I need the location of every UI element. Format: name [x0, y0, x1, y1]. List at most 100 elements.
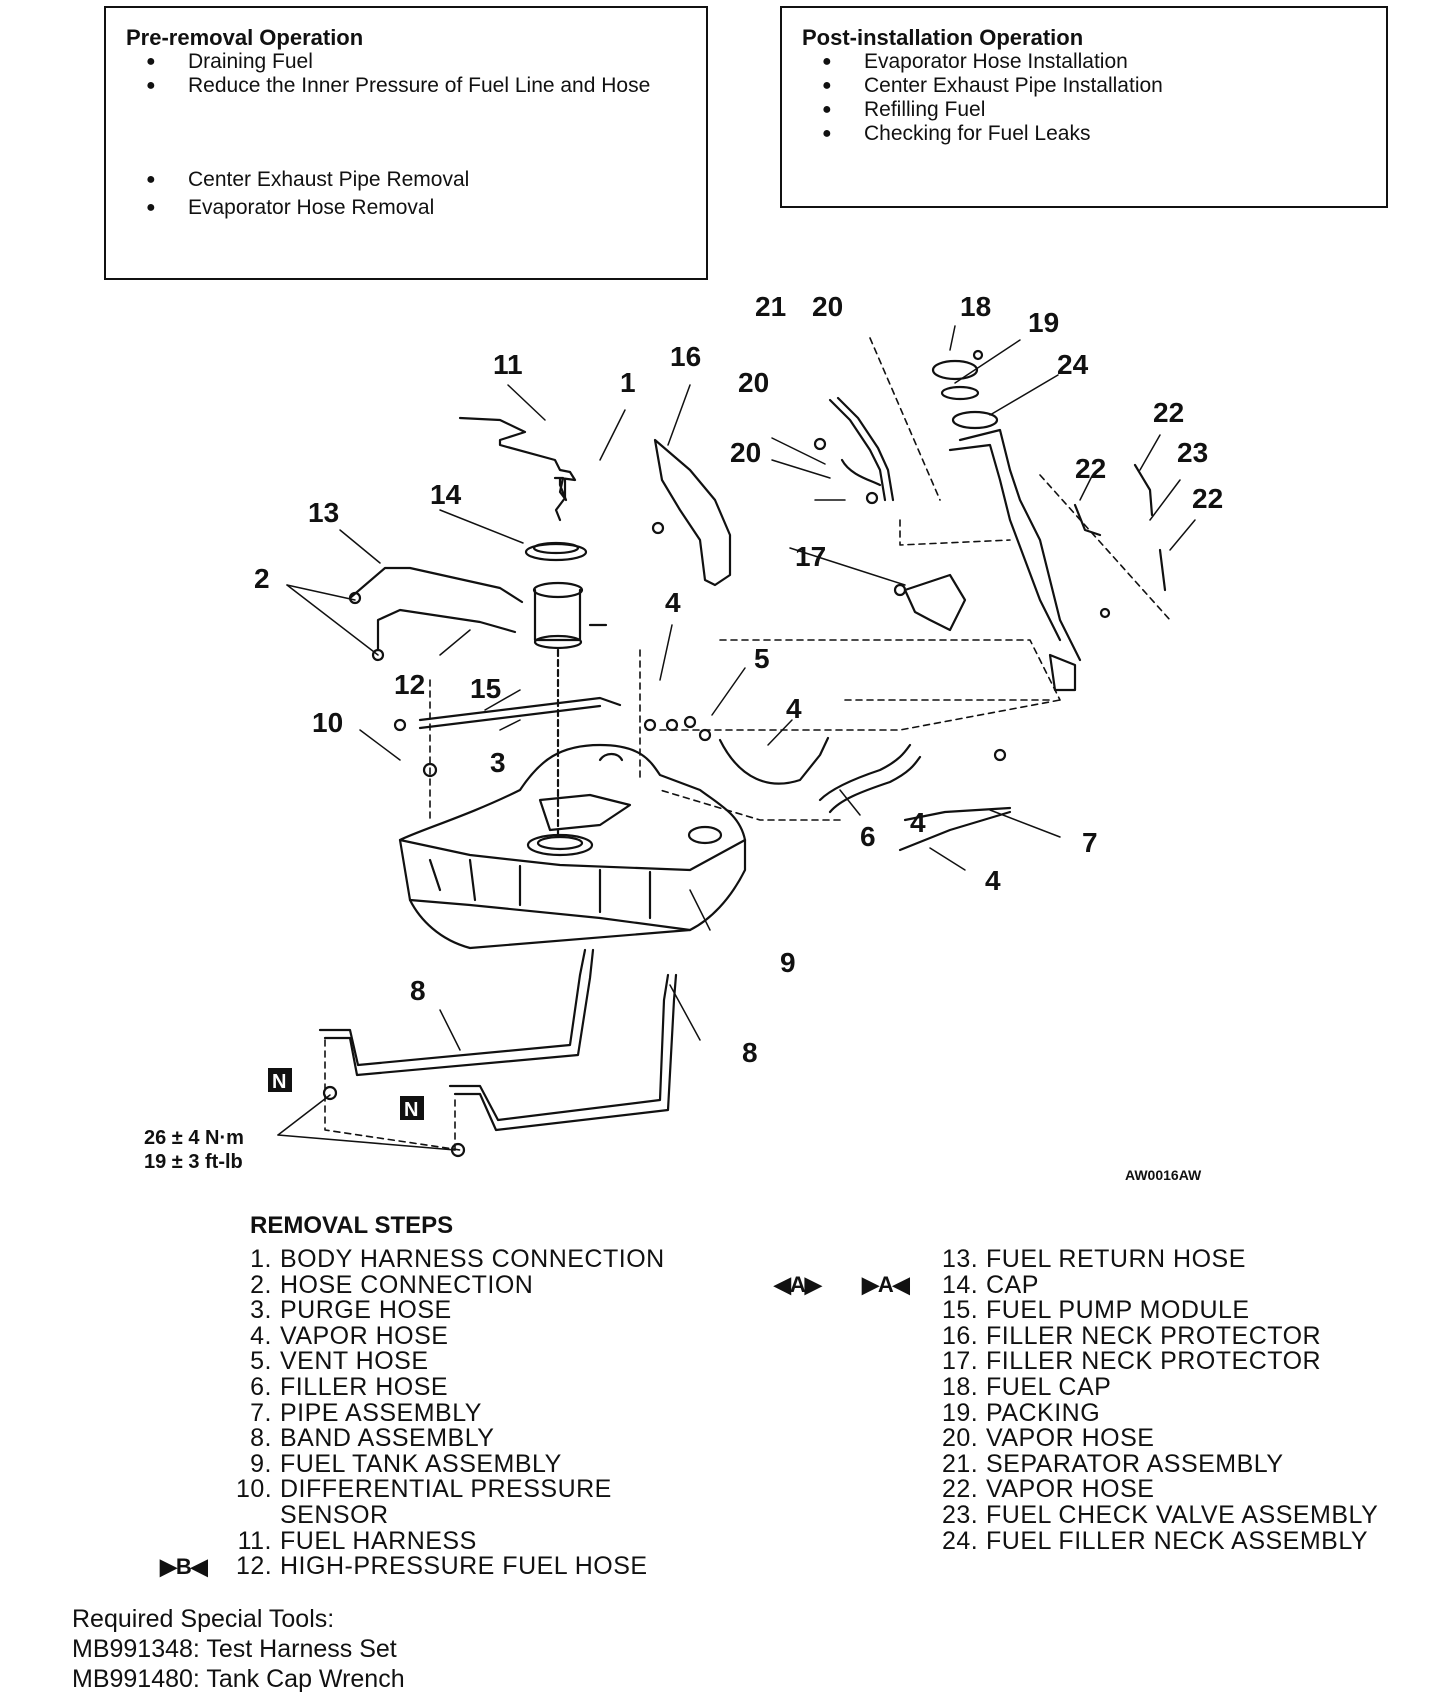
high-pressure-fuel-hose-shape: [376, 608, 517, 652]
list-item: 18.FUEL CAP: [942, 1372, 1112, 1401]
list-item: 21.SEPARATOR ASSEMBLY: [942, 1449, 1284, 1478]
callout-8: 8: [410, 975, 426, 1006]
fuel-tank-exploded-diagram: 21 20 18 19 24 11 1 16 20 20 22 23 22 22…: [144, 291, 1223, 1183]
removal-steps-title: REMOVAL STEPS: [250, 1212, 454, 1239]
callout-7: 7: [1082, 827, 1098, 858]
n-marker-2: N: [404, 1099, 418, 1121]
callout-8b: 8: [742, 1037, 758, 1068]
callout-4d: 4: [985, 865, 1001, 896]
list-item: 10.DIFFERENTIAL PRESSURE: [236, 1475, 612, 1504]
torque-spec-nm: 26 ± 4 N·m: [144, 1127, 244, 1149]
tools-title: Required Special Tools:: [72, 1605, 335, 1633]
callout-1: 1: [620, 367, 636, 398]
list-item: 19.PACKING: [942, 1398, 1101, 1427]
post-installation-title: Post-installation Operation: [802, 25, 1084, 50]
list-item: Evaporator Hose Removal: [126, 194, 706, 222]
list-item: 3.PURGE HOSE: [250, 1296, 452, 1325]
callout-15: 15: [470, 673, 501, 704]
callout-24: 24: [1057, 349, 1089, 380]
marker-a-left: ◀A▶: [774, 1272, 822, 1297]
list-item: 1.BODY HARNESS CONNECTION: [250, 1245, 665, 1273]
callout-6: 6: [860, 821, 876, 852]
nut-replace-markers: N N: [268, 1068, 424, 1121]
torque-spec-ftlb: 19 ± 3 ft-lb: [144, 1151, 243, 1173]
figure-code: AW0016AW: [1125, 1167, 1202, 1183]
callout-22b: 22: [1075, 453, 1106, 484]
callout-13: 13: [308, 497, 339, 528]
purge-hose-shape: [418, 696, 622, 722]
list-item: 16.FILLER NECK PROTECTOR: [942, 1321, 1322, 1350]
list-item: 6.FILLER HOSE: [250, 1372, 449, 1401]
callout-2: 2: [254, 563, 270, 594]
list-item: 11.FUEL HARNESS: [237, 1526, 477, 1555]
required-special-tools: Required Special Tools: MB991348: Test H…: [72, 1604, 405, 1694]
list-item: 5.VENT HOSE: [250, 1347, 429, 1376]
list-item: Checking for Fuel Leaks: [802, 122, 1386, 146]
band-assembly-shape: [318, 948, 678, 1132]
list-item: 22.VAPOR HOSE: [942, 1475, 1155, 1504]
callout-labels: 21 20 18 19 24 11 1 16 20 20 22 23 22 22…: [254, 291, 1223, 1068]
callout-23: 23: [1177, 437, 1208, 468]
list-item: Evaporator Hose Installation: [802, 50, 1386, 74]
callout-4c: 4: [910, 807, 926, 838]
callout-20b: 20: [738, 367, 769, 398]
list-item: 7.PIPE ASSEMBLY: [250, 1398, 482, 1427]
post-installation-box: Post-installation Operation Evaporator H…: [780, 6, 1388, 208]
list-item: 24.FUEL FILLER NECK ASSEMBLY: [942, 1526, 1369, 1555]
list-item: 2.HOSE CONNECTION: [250, 1270, 534, 1299]
callout-22: 22: [1153, 397, 1184, 428]
callout-19: 19: [1028, 307, 1059, 338]
callout-14: 14: [430, 479, 462, 510]
list-item: Center Exhaust Pipe Installation: [802, 74, 1386, 98]
list-item: 23.FUEL CHECK VALVE ASSEMBLY: [942, 1500, 1379, 1529]
callout-20: 20: [812, 291, 843, 322]
callout-18: 18: [960, 291, 991, 322]
fastener-shapes: [322, 349, 1111, 1158]
list-item: Draining Fuel: [126, 50, 706, 74]
callout-11: 11: [493, 349, 523, 380]
list-item: 12.HIGH-PRESSURE FUEL HOSE: [236, 1552, 648, 1581]
callout-4b: 4: [786, 693, 802, 724]
callout-16: 16: [670, 341, 701, 372]
list-item: 8.BAND ASSEMBLY: [250, 1424, 495, 1453]
filler-neck-shape: [958, 428, 1082, 662]
filler-hose-shape: [818, 743, 912, 802]
callout-20c: 20: [730, 437, 761, 468]
fuel-harness-shape: [458, 416, 577, 502]
pre-removal-box: Pre-removal Operation Draining Fuel Redu…: [104, 6, 708, 280]
post-installation-list: Evaporator Hose Installation Center Exha…: [802, 50, 1386, 146]
callout-9: 9: [780, 947, 796, 978]
list-item: 13.FUEL RETURN HOSE: [942, 1245, 1246, 1273]
callout-4: 4: [665, 587, 681, 618]
marker-a-right: ▶A◀: [862, 1272, 910, 1297]
fuel-pump-module-shape: [524, 541, 608, 838]
list-item: Center Exhaust Pipe Removal: [126, 166, 706, 194]
callout-17: 17: [795, 541, 826, 572]
list-item: 20.VAPOR HOSE: [942, 1424, 1155, 1453]
callout-5: 5: [754, 643, 770, 674]
filler-neck-protector-shape: [653, 438, 732, 587]
list-item: 14.CAP: [942, 1270, 1039, 1299]
callout-10: 10: [312, 707, 343, 738]
tool-line: MB991480: Tank Cap Wrench: [72, 1665, 405, 1693]
n-marker-1: N: [272, 1071, 286, 1093]
marker-b: ▶B◀: [160, 1554, 208, 1579]
callout-3: 3: [490, 747, 506, 778]
callout-21: 21: [755, 291, 786, 322]
removal-steps-right: 13.FUEL RETURN HOSE 14.CAP 15.FUEL PUMP …: [942, 1245, 1379, 1555]
list-item: Refilling Fuel: [802, 98, 1386, 122]
fuel-tank-shape: [398, 743, 747, 950]
callout-22c: 22: [1192, 483, 1223, 514]
list-item: SENSOR: [280, 1500, 389, 1529]
list-item: 17.FILLER NECK PROTECTOR: [942, 1347, 1322, 1376]
list-item: 15.FUEL PUMP MODULE: [942, 1296, 1250, 1325]
list-item: Reduce the Inner Pressure of Fuel Line a…: [126, 74, 706, 98]
callout-12: 12: [394, 669, 425, 700]
list-item: 9.FUEL TANK ASSEMBLY: [250, 1449, 562, 1478]
pre-removal-title: Pre-removal Operation: [126, 25, 364, 50]
fuel-return-hose-shape: [348, 566, 524, 604]
list-item: 4.VAPOR HOSE: [250, 1321, 449, 1350]
pre-removal-list: Draining Fuel Reduce the Inner Pressure …: [126, 50, 706, 222]
removal-steps-left: 1.BODY HARNESS CONNECTION 2.HOSE CONNECT…: [236, 1245, 665, 1581]
tool-line: MB991348: Test Harness Set: [72, 1635, 397, 1663]
